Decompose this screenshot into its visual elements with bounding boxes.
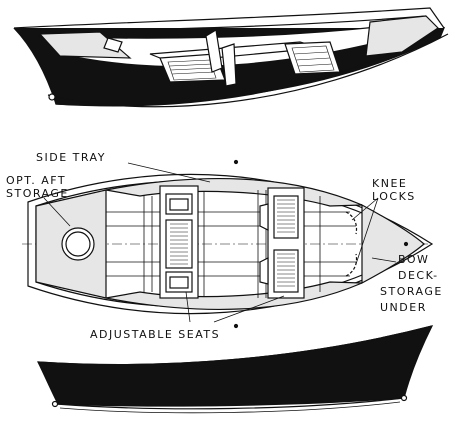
- hull-outline: [27, 173, 434, 315]
- front-seat-cushion-top: [273, 195, 299, 239]
- label-under: UNDER: [380, 301, 427, 314]
- label-storage-aft: STORAGE: [6, 187, 69, 200]
- label-bow: BOW: [398, 253, 430, 266]
- label-knee: KNEE: [372, 177, 408, 190]
- label-adjustable-seats: ADJUSTABLE SEATS: [90, 328, 221, 341]
- perspective-view: [13, 7, 449, 108]
- knee-lock-top: [345, 211, 358, 235]
- leader-lines: [43, 162, 397, 323]
- front-seat-cushion-bottom: [273, 249, 299, 293]
- knee-lock-bottom: [345, 253, 358, 277]
- label-deck: DECK-: [398, 269, 439, 282]
- bow-deck: [361, 203, 425, 285]
- side-view: [36, 325, 434, 414]
- label-storage-bow: STORAGE: [380, 285, 443, 298]
- label-side-tray: SIDE TRAY: [36, 151, 106, 164]
- label-opt-aft: OPT. AFT: [6, 174, 67, 187]
- label-locks: LOCKS: [372, 190, 416, 203]
- plan-view: [22, 159, 434, 329]
- aft-storage-hatch: [61, 227, 95, 261]
